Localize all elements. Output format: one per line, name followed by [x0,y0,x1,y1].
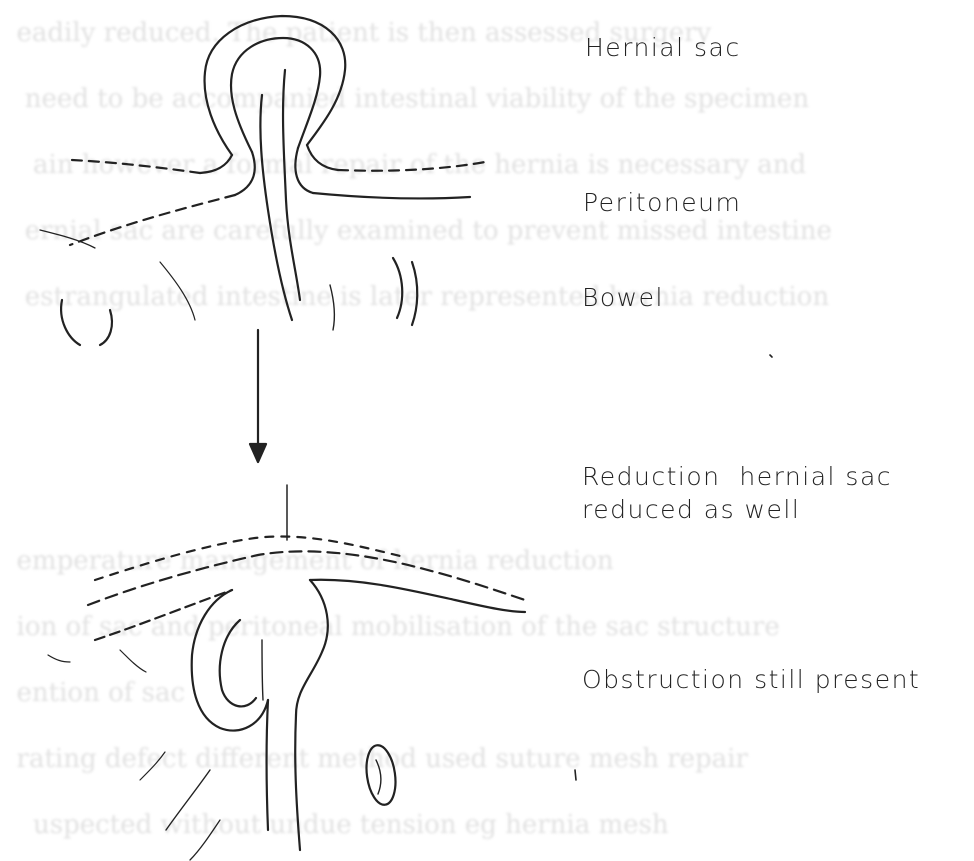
peritoneum-top [70,160,485,245]
stray-marks [575,355,772,780]
bowel-loop-top [40,70,417,345]
hernial-sac-top [200,16,345,195]
label-reduction: Reduction hernial sac [582,462,892,492]
reduction-arrow [250,330,266,462]
bowel-bottom [48,650,399,860]
label-bowel: Bowel [582,283,664,313]
label-peritoneum: Peritoneum [583,188,741,218]
label-obstruction: Obstruction still present [582,665,920,695]
label-hernial-sac: Hernial sac [585,33,741,63]
peritoneum-bottom [88,536,525,640]
hernial-sac-bottom [192,485,328,850]
label-reduced-as-well: reduced as well [582,495,800,525]
